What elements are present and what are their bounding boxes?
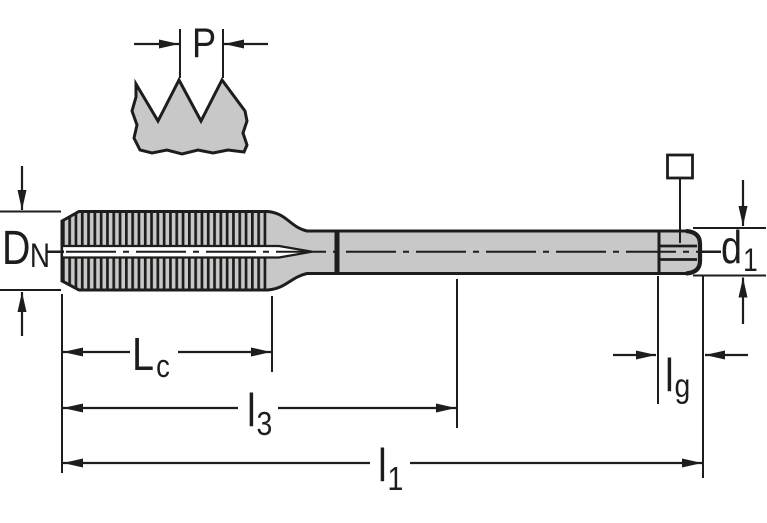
l1-label: l1 xyxy=(378,440,403,497)
lc-label: Lc xyxy=(132,329,170,384)
l1-dimension: l1 xyxy=(63,440,702,498)
lc-dimension: Lc xyxy=(63,329,271,385)
l3-label: l3 xyxy=(247,385,272,442)
d1-dimension: d1 xyxy=(693,180,766,324)
dn-dimension: DN xyxy=(0,166,61,336)
svg-text:DN: DN xyxy=(2,221,50,275)
extension-lines xyxy=(61,276,704,478)
tap-body xyxy=(46,210,721,292)
pitch-dimension: P xyxy=(134,21,268,78)
pitch-label: P xyxy=(192,21,216,67)
svg-text:d1: d1 xyxy=(721,221,758,278)
thread-profile-detail: P xyxy=(130,21,268,156)
svg-text:Lc: Lc xyxy=(132,329,170,384)
shank-end-edge xyxy=(685,228,703,276)
svg-text:lg: lg xyxy=(665,350,690,404)
d1-label: d1 xyxy=(721,221,758,278)
svg-text:l1: l1 xyxy=(378,440,403,497)
thread-profile-shape xyxy=(130,76,249,156)
lg-label: lg xyxy=(665,350,690,404)
square-drive-callout xyxy=(666,153,694,243)
l3-dimension: l3 xyxy=(63,385,456,443)
dn-label: DN xyxy=(2,221,50,275)
svg-text:l3: l3 xyxy=(247,385,272,442)
svg-text:P: P xyxy=(192,21,216,67)
flute-groove xyxy=(60,244,313,259)
square-drive-icon xyxy=(666,153,694,180)
lg-dimension: lg xyxy=(613,350,748,405)
square-drive-section xyxy=(657,232,697,273)
